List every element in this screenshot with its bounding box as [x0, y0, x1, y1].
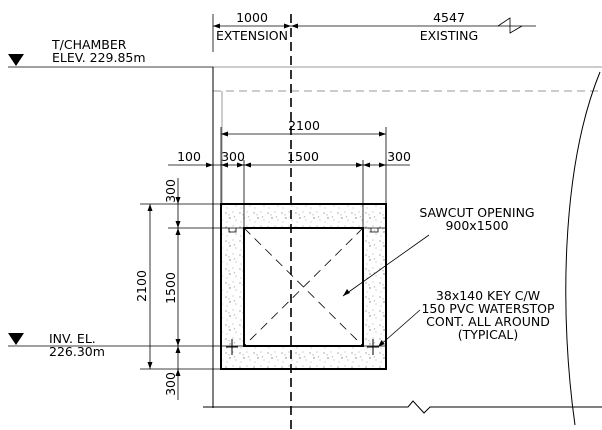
key-leader-arrow	[378, 340, 385, 347]
dim-left-offset: 100	[177, 149, 201, 164]
arrow-300t-top	[175, 197, 181, 204]
key-notch-top-left	[228, 228, 237, 233]
arrow-1500v-bottom	[175, 339, 181, 346]
dim-right-wall: 300	[387, 149, 411, 164]
dim-overall-height: 2100	[134, 270, 149, 302]
key-label-4: (TYPICAL)	[458, 327, 519, 342]
dim-opening-height: 1500	[163, 272, 178, 304]
dim-extension-value: 1000	[236, 10, 268, 25]
dim-existing-value: 4547	[433, 10, 465, 25]
key-notch-top-right	[370, 228, 379, 233]
sawcut-leader	[342, 234, 430, 297]
dim-bottom-wall: 300	[163, 372, 178, 396]
elevation-triangle-top	[8, 54, 24, 66]
arrow-2100v-top	[147, 204, 153, 211]
invert-label-2: 226.30m	[49, 344, 105, 359]
label-existing: EXISTING	[420, 28, 478, 43]
arrow-1500-left	[244, 162, 251, 168]
key-label-3: CONT. ALL AROUND	[426, 314, 550, 329]
right-break-curve	[565, 71, 601, 426]
arrow-1500-right	[356, 162, 363, 168]
bottom-break-line	[203, 400, 602, 414]
dim-opening-width: 1500	[287, 149, 319, 164]
key-label-2: 150 PVC WATERSTOP	[421, 301, 555, 316]
arrow-2100-right	[379, 131, 386, 137]
arrow-1000-left	[213, 23, 220, 29]
sawcut-label-1: SAWCUT OPENING	[419, 205, 534, 220]
dim-top-wall: 300	[163, 179, 178, 203]
key-leader	[377, 309, 421, 348]
top-chamber-label-1: T/CHAMBER	[51, 37, 127, 52]
arrow-300b-top	[175, 346, 181, 353]
label-extension: EXTENSION	[216, 28, 288, 43]
arrow-2100-left	[221, 131, 228, 137]
sawcut-leader-arrow	[343, 289, 350, 296]
opening-diagonal-2	[243, 227, 364, 347]
arrow-300-left	[221, 162, 228, 168]
elevation-triangle-invert	[8, 333, 24, 345]
top-chamber-label-2: ELEV. 229.85m	[52, 50, 146, 65]
arrow-100-right	[206, 162, 213, 168]
arrow-300r-left	[363, 162, 370, 168]
arrow-300-right	[237, 162, 244, 168]
arrow-2100v-bottom	[147, 362, 153, 369]
wall-outer-outline	[220, 203, 387, 370]
arrow-1500v-top	[175, 228, 181, 235]
invert-label-1: INV. EL.	[49, 331, 96, 346]
arrow-300t-bottom	[175, 221, 181, 228]
sawcut-label-2: 900x1500	[445, 218, 508, 233]
dim-left-wall: 300	[221, 149, 245, 164]
arrow-300b-bottom	[175, 369, 181, 376]
arrow-4547-left	[291, 23, 298, 29]
waterstop-left-icon	[226, 339, 238, 355]
key-label-1: 38x140 KEY C/W	[436, 288, 540, 303]
arrow-300r-right	[379, 162, 386, 168]
waterstop-right-icon	[367, 339, 379, 355]
arrow-1000-right	[284, 23, 291, 29]
dim-overall-width: 2100	[288, 118, 320, 133]
dim-top-break	[497, 17, 523, 34]
